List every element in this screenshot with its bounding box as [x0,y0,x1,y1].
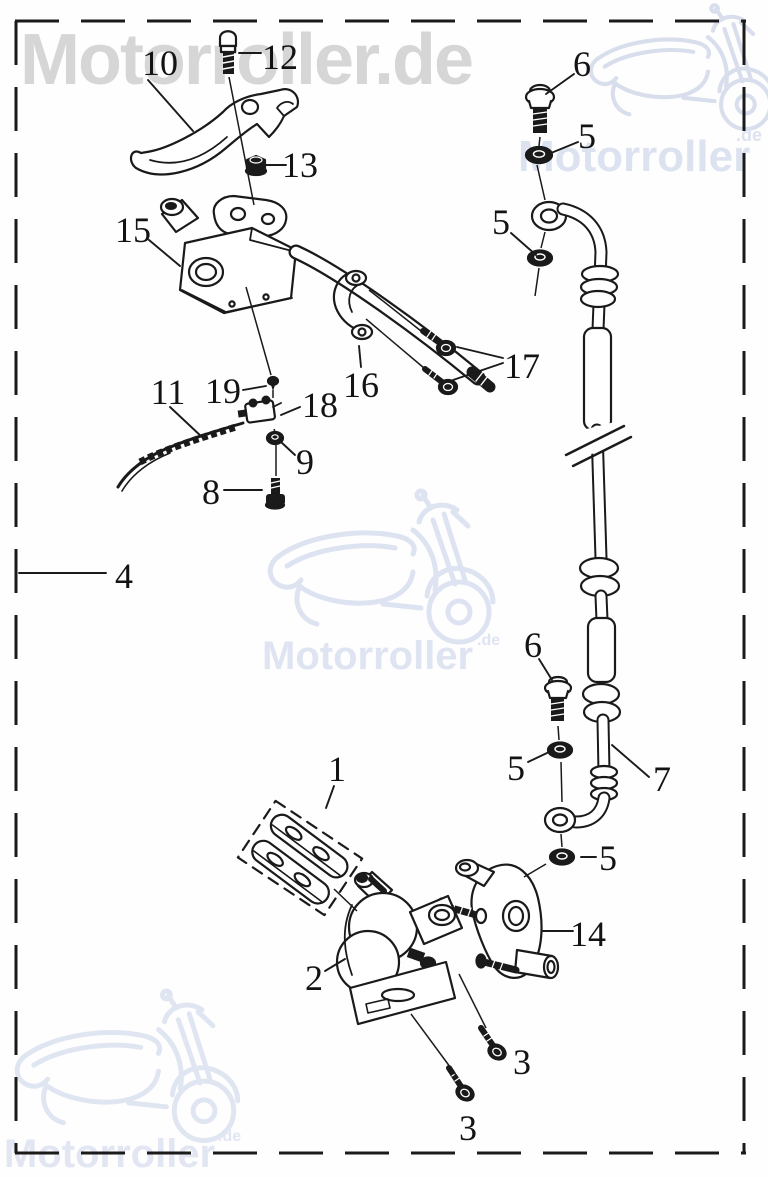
diagram-line [280,406,301,416]
part-8-bolt [264,478,286,510]
part-5-washer-bottom-left [546,741,574,759]
diagram-line [228,76,255,206]
watermark-top-text: Motorroller.de [20,20,472,100]
part-13-locknut [244,154,268,177]
watermark-brand-top-right: Motorroller [518,132,750,181]
part-3-caliper-bolts [446,1025,507,1102]
callout-leader-lines [18,52,650,972]
diagram-line [510,232,537,256]
diagram-line [280,441,296,456]
diagram-line [538,658,553,681]
part-15-master-cylinder [159,194,298,315]
part-11-switch-cable [116,421,245,492]
part-1-brake-pads [236,799,364,917]
diagram-line [325,785,335,809]
part-5-washer-top [524,145,554,165]
part-5-washer-caliper [548,848,576,866]
diagram-line [523,863,547,878]
diagram-line [333,888,358,912]
diagram-line [358,345,362,368]
part-7-brake-hose [530,200,633,834]
diagram-line [560,761,563,803]
part-17-clamp-bolts [420,328,459,396]
diagram-line [560,833,563,848]
diagram-line [540,231,546,249]
diagram-line [534,267,540,297]
part-5-washer-mid [526,249,554,267]
diagram-line [368,289,422,332]
scooter-sketch-bottom-left [17,991,238,1140]
part-6-banjo-bolt-bottom [543,675,573,721]
part-16-hose-clamp [332,269,374,341]
watermark-suffix-bottom: .de [218,1128,241,1145]
diagram-line [456,346,504,359]
diagram-line [410,1013,457,1076]
diagram-line [545,73,575,95]
part-10-brake-lever [129,88,300,176]
watermark-suffix-middle: .de [477,632,500,649]
diagram-line [557,725,560,741]
diagram-line [365,318,425,369]
part-12-pivot-bolt [218,30,238,74]
diagram-line [148,239,181,267]
scooter-sketch-middle [270,491,493,642]
diagram-line [538,136,541,147]
diagram-line [245,286,272,376]
diagram-line [452,362,504,381]
diagram-line [242,385,267,391]
watermark-brand-middle: Motorroller [262,634,473,678]
dashed-border-frame [14,19,746,1155]
diagram-line [611,744,650,778]
diagram-line [273,428,276,433]
scooter-sketch-top-right [591,5,768,129]
diagram-line [527,752,548,763]
diagram-line [147,79,194,132]
diagram-line [550,141,579,154]
part-handlebar-tube [288,244,496,393]
part-2-brake-caliper [335,870,464,1026]
assembly-axis-lines [228,76,563,1076]
diagram-line [324,958,346,972]
diagram-line [169,406,204,439]
part-18-brake-light-switch [237,395,282,424]
diagram-line [458,973,487,1029]
diagram-line [536,164,546,201]
part-19-screw [266,375,280,391]
